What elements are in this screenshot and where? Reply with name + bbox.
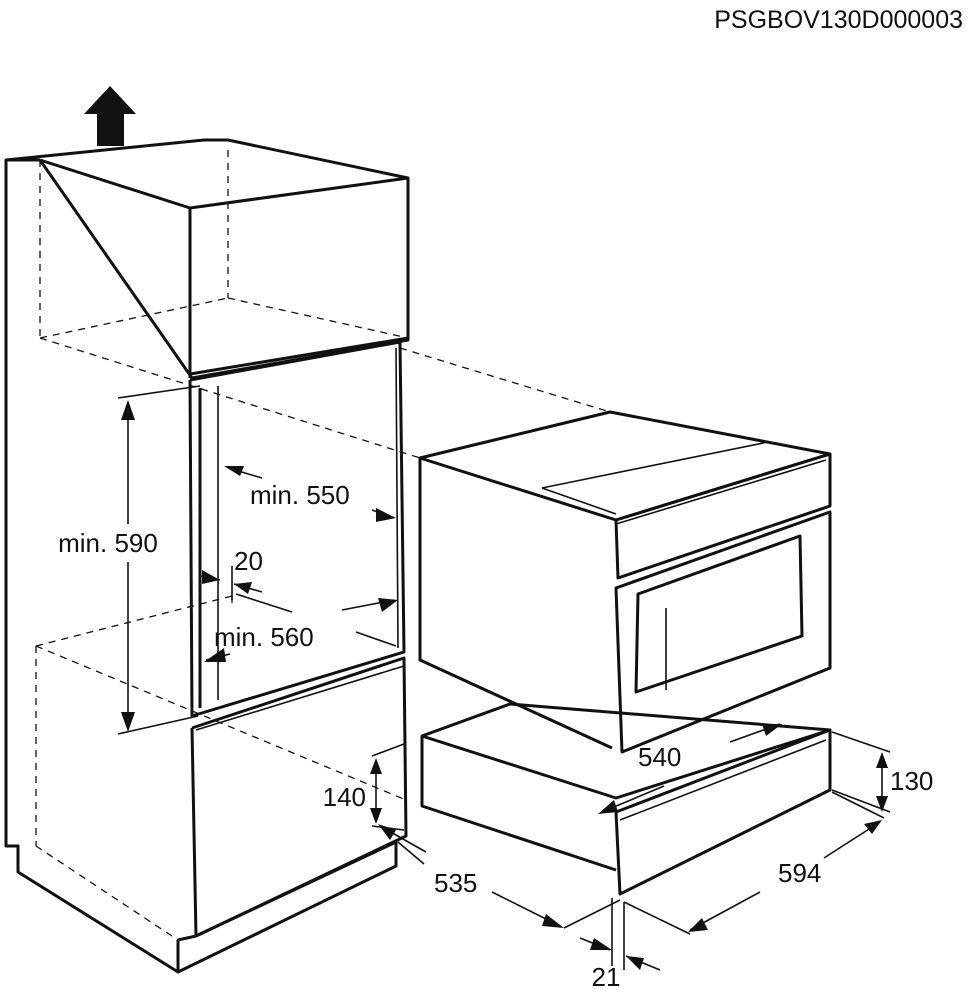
dimension-540: 540 [598, 723, 782, 814]
tall-cabinet [4, 138, 611, 974]
dim-21-label: 21 [592, 962, 621, 992]
dim-min-590-label: min. 590 [58, 528, 158, 558]
dim-min-560-label: min. 560 [214, 622, 314, 652]
dimension-21: 21 [579, 898, 661, 992]
dimension-130: 130 [831, 731, 933, 813]
up-arrow-icon [84, 86, 136, 146]
dim-540-label: 540 [638, 742, 681, 772]
dimension-min-590: min. 590 [40, 385, 201, 735]
dim-130-label: 130 [890, 766, 933, 796]
dimension-140: 140 [323, 743, 405, 831]
dim-140-label: 140 [323, 782, 366, 812]
dimension-20: 20 [199, 546, 263, 600]
dim-20-label: 20 [234, 546, 263, 576]
dimension-min-550: min. 550 [224, 466, 396, 522]
dim-535-label: 535 [434, 868, 477, 898]
dim-594-label: 594 [778, 858, 821, 888]
drawing-code: PSGBOV130D000003 [714, 6, 963, 34]
dimension-594: 594 [623, 791, 885, 935]
oven-unit [418, 410, 832, 754]
warming-drawer [420, 702, 832, 896]
dim-min-550-label: min. 550 [250, 480, 350, 510]
dimension-min-560: min. 560 [204, 593, 398, 662]
dimension-535: 535 [378, 824, 621, 929]
